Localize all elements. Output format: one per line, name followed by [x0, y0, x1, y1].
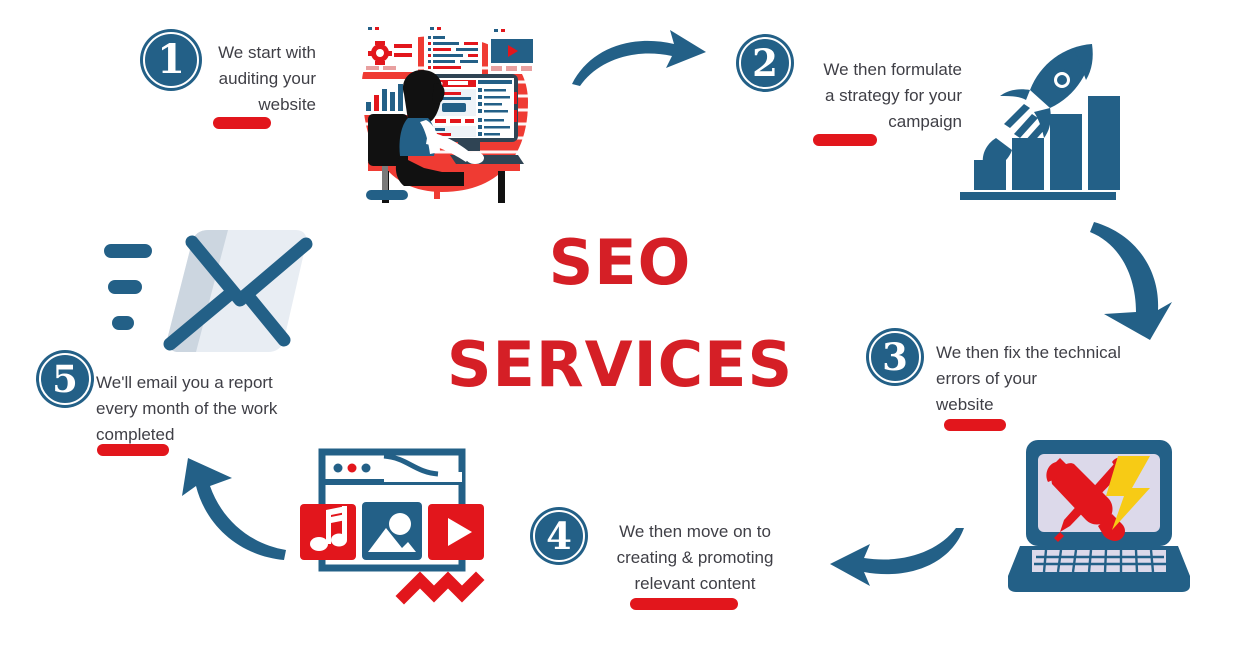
step-text-5: We'll email you a report every month of …	[96, 373, 278, 444]
step-number-5: 5	[52, 356, 78, 401]
title-line-1: SEO	[548, 226, 692, 299]
step-number-3: 3	[882, 334, 908, 379]
arrow-step4-to-step5	[168, 458, 288, 568]
step-badge-1: 1	[140, 29, 202, 91]
arrow-step3-to-step4	[822, 526, 968, 592]
step-badge-2: 2	[736, 34, 794, 92]
rocket-growth-chart-icon	[952, 38, 1120, 214]
laptop-repair-tools-icon	[1000, 438, 1196, 594]
step-underline-2	[813, 134, 877, 146]
step-number-2: 2	[752, 40, 778, 85]
step-underline-3	[944, 419, 1006, 431]
step-underline-4	[630, 598, 738, 610]
step-text-4: We then move on to creating & promoting …	[616, 522, 774, 593]
step-badge-5: 5	[36, 350, 94, 408]
browser-media-content-icon	[298, 448, 486, 618]
step-text-2: We then formulate a strategy for your ca…	[823, 60, 962, 131]
step-underline-1	[213, 117, 271, 129]
step-badge-4: 4	[530, 507, 588, 565]
step-text-1: We start with auditing your website	[218, 43, 316, 114]
title-line-2: SERVICES	[446, 328, 794, 401]
step-number-1: 1	[157, 36, 185, 83]
arrow-step2-to-step3	[1088, 218, 1188, 344]
sending-envelope-icon	[100, 228, 313, 356]
step-text-3: We then fix the technical errors of your…	[936, 343, 1121, 414]
step-underline-5	[97, 444, 169, 456]
step-badge-3: 3	[866, 328, 924, 386]
person-at-computer-illustration	[338, 22, 546, 230]
step-number-4: 4	[546, 513, 572, 558]
arrow-step1-to-step2	[570, 28, 710, 88]
